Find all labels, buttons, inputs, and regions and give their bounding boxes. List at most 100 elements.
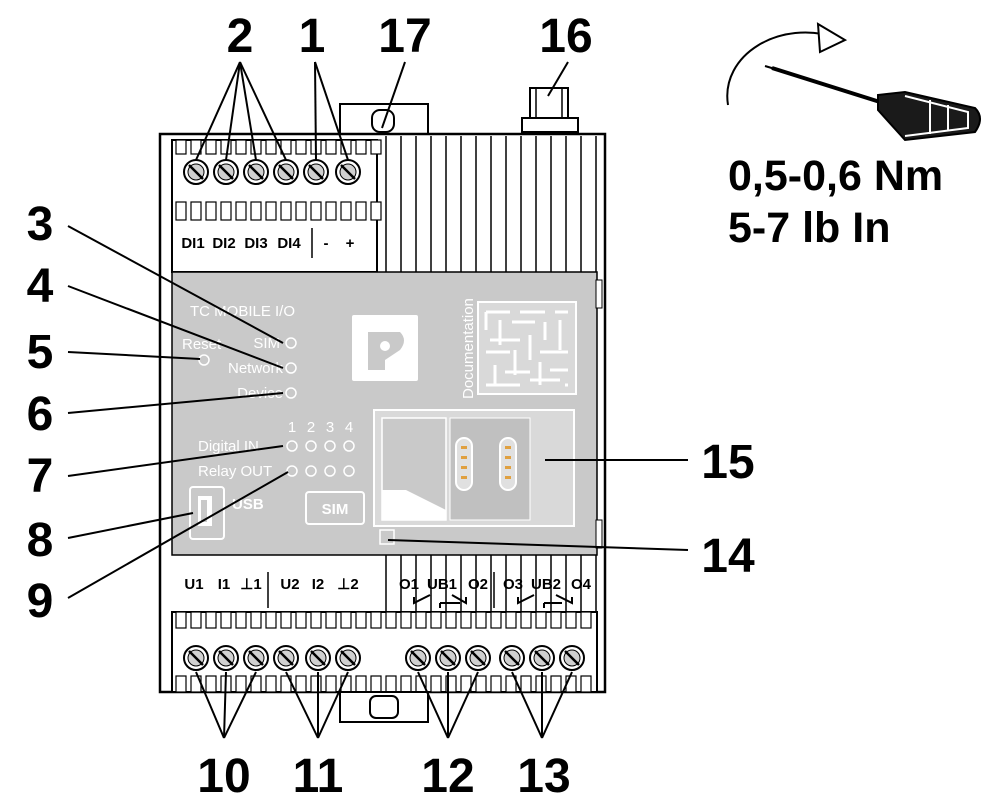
terminal-tooth	[310, 611, 322, 629]
bottom-screw-row	[183, 645, 585, 671]
terminal-tooth	[400, 611, 412, 629]
terminal-tooth	[295, 139, 307, 155]
bottom-terminal-label: UB1	[427, 576, 457, 593]
bottom-terminal-label: I2	[312, 576, 325, 593]
channel-number: 2	[307, 419, 315, 436]
terminal-tooth	[265, 675, 277, 693]
terminal-tooth	[385, 675, 397, 693]
terminal-tooth	[520, 675, 532, 693]
relay-out-led	[286, 465, 298, 477]
bottom-terminal-label: UB2	[531, 576, 561, 593]
terminal-tooth	[550, 611, 562, 629]
relay-contact-symbols	[413, 594, 573, 608]
callout-4: 4	[27, 260, 54, 313]
callout-17: 17	[378, 10, 431, 63]
terminal-tooth	[325, 611, 337, 629]
terminal-tooth	[265, 139, 277, 155]
terminal-tooth	[280, 201, 292, 221]
rotation-arrowhead-icon	[816, 22, 848, 54]
relay-out-leds	[286, 465, 355, 477]
torque-lbin-label: 5-7 lb In	[728, 204, 890, 252]
callout-8: 8	[27, 514, 54, 567]
top-terminal-label: DI3	[244, 235, 267, 252]
terminal-tooth	[175, 139, 187, 155]
terminal-tooth	[175, 675, 187, 693]
usb-label: USB	[232, 496, 264, 513]
terminal-tooth	[415, 611, 427, 629]
terminal-tooth	[430, 611, 442, 629]
terminal-tooth	[385, 611, 397, 629]
terminal-tooth	[370, 201, 382, 221]
terminal-tooth	[250, 201, 262, 221]
top-terminal-label: +	[346, 235, 355, 252]
digital-in-led	[324, 440, 336, 452]
screwdriver-tip	[764, 65, 776, 70]
terminal-tooth	[205, 611, 217, 629]
channel-number: 4	[345, 419, 353, 436]
relay-out-label: Relay OUT	[198, 463, 272, 480]
leader-lines	[67, 61, 689, 739]
terminal-tooth	[235, 201, 247, 221]
digital-in-leds	[286, 440, 355, 452]
callout-15: 15	[701, 436, 754, 489]
terminal-tooth	[355, 139, 367, 155]
terminal-tooth	[430, 675, 442, 693]
bottom-terminal-label: O4	[571, 576, 592, 593]
relay-out-led	[343, 465, 355, 477]
terminal-tooth	[370, 139, 382, 155]
terminal-tooth	[565, 611, 577, 629]
torque-nm-label: 0,5-0,6 Nm	[728, 152, 943, 200]
terminal-tooth	[355, 611, 367, 629]
terminal-tooth	[445, 611, 457, 629]
terminal-tooth	[220, 611, 232, 629]
screwdriver-illustration	[726, 22, 981, 142]
digital-in-led	[343, 440, 355, 452]
callout-16: 16	[539, 10, 592, 63]
terminal-tooth	[340, 611, 352, 629]
callout-12: 12	[421, 750, 474, 803]
callout-1: 1	[299, 10, 326, 63]
sim-slot-cover[interactable]	[305, 491, 365, 525]
terminal-tooth	[220, 201, 232, 221]
terminal-tooth	[250, 611, 262, 629]
callout-2: 2	[227, 10, 254, 63]
terminal-tooth	[235, 675, 247, 693]
terminal-tooth	[550, 675, 562, 693]
terminal-tooth	[325, 675, 337, 693]
top-terminal-label: DI4	[277, 235, 301, 252]
sim-led	[285, 337, 297, 349]
terminal-tooth	[505, 611, 517, 629]
terminal-tooth	[205, 139, 217, 155]
terminal-tooth	[355, 201, 367, 221]
top-terminal-label: DI1	[181, 235, 204, 252]
callout-6: 6	[27, 388, 54, 441]
terminal-tooth	[205, 675, 217, 693]
reset-label: Reset	[182, 336, 222, 353]
terminal-tooth	[460, 675, 472, 693]
bottom-terminal-label: O2	[468, 576, 488, 593]
terminal-tooth	[265, 201, 277, 221]
terminal-tooth	[445, 675, 457, 693]
terminal-tooth	[295, 675, 307, 693]
terminal-tooth	[400, 675, 412, 693]
bottom-terminal-label: ⊥2	[337, 576, 358, 593]
terminal-tooth	[340, 201, 352, 221]
card-eject-button[interactable]	[379, 529, 395, 545]
terminal-tooth	[190, 611, 202, 629]
terminal-tooth	[235, 611, 247, 629]
callout-9: 9	[27, 575, 54, 628]
top-terminal-label: DI2	[212, 235, 235, 252]
callout-11: 11	[293, 750, 344, 803]
terminal-tooth	[295, 201, 307, 221]
terminal-tooth	[490, 611, 502, 629]
bottom-terminal-label: ⊥1	[240, 576, 261, 593]
reset-button[interactable]	[198, 354, 210, 366]
device-led-label: Device	[237, 385, 283, 402]
terminal-tooth	[325, 139, 337, 155]
cooling-ribs	[385, 136, 597, 612]
